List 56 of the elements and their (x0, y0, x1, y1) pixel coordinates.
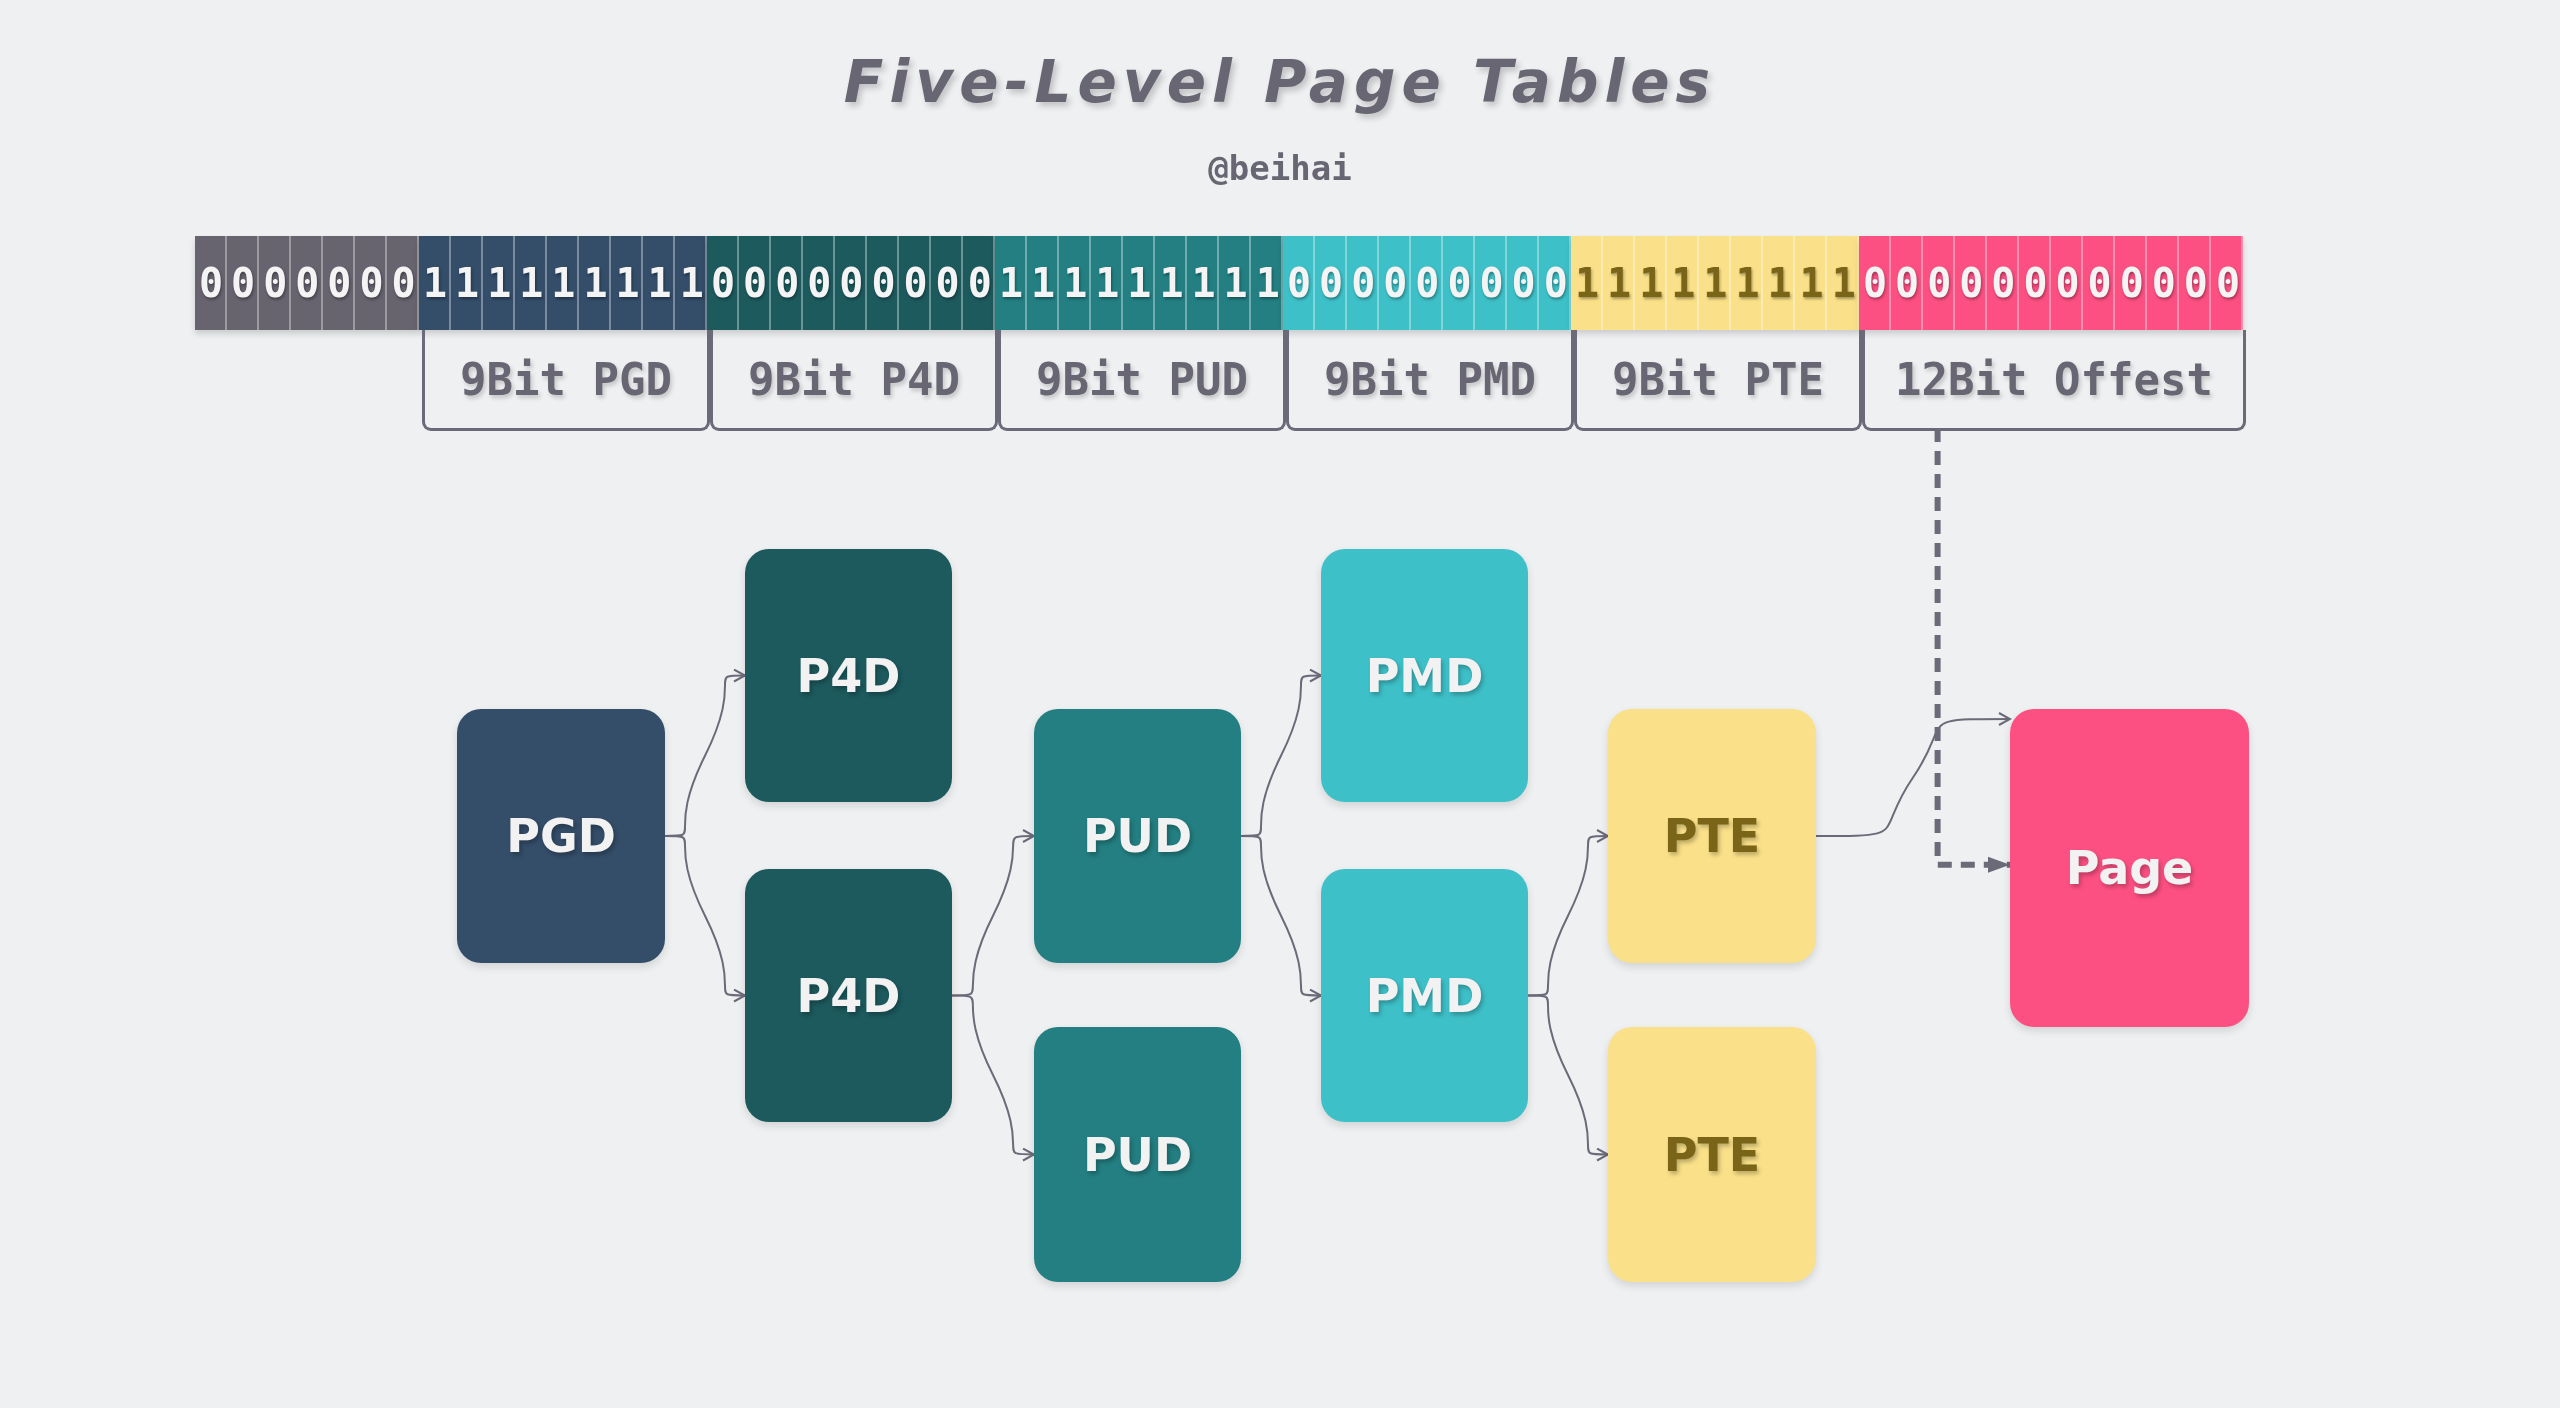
bit-group-bracket (422, 330, 710, 431)
page-table-box (1034, 1027, 1241, 1282)
bit-field-bar (419, 236, 707, 330)
field-label: 9Bit PMD (1324, 353, 1536, 405)
table-label: PTE (1663, 809, 1761, 863)
field-label: 9Bit P4D (748, 353, 960, 405)
connector-arrow (1815, 712, 2011, 837)
table-label: PMD (1365, 968, 1484, 1023)
bit-field-bar (1859, 236, 2243, 330)
bit-digits: 000000000 (710, 260, 1000, 306)
table-label: PMD (1365, 648, 1484, 703)
bit-field-bar (995, 236, 1283, 330)
page-table-box (1034, 709, 1241, 963)
bit-group-bracket (1286, 330, 1574, 431)
bit-group-bracket (1862, 330, 2246, 431)
field-label: 12Bit Offest (1895, 353, 2213, 405)
field-label: 9Bit PTE (1612, 353, 1824, 405)
bit-group-bracket (1574, 330, 1862, 431)
page-table-box (1321, 869, 1528, 1122)
page-table-box (745, 549, 952, 802)
bit-digits: 0000000 (198, 260, 424, 306)
field-label: 9Bit PGD (460, 353, 672, 405)
page-table-box (1321, 549, 1528, 802)
bit-digits: 111111111 (1574, 260, 1864, 306)
bit-digits: 000000000 (1286, 260, 1576, 306)
bit-field-bar (1571, 236, 1859, 330)
page-table-box (1608, 1027, 1816, 1282)
connector-arrow (1934, 428, 2010, 873)
bit-field-bar (1283, 236, 1571, 330)
diagram-title: Five-Level Page Tables (842, 48, 1718, 116)
field-label: 9Bit PUD (1036, 353, 1248, 405)
page-table-box (457, 709, 665, 963)
bit-digits: 000000000000 (1862, 260, 2248, 306)
connector-arrow (1527, 994, 1609, 1162)
bit-group-bracket (710, 330, 998, 431)
page-table-box (745, 869, 952, 1122)
table-label: P4D (796, 648, 901, 703)
connector-arrow (951, 994, 1035, 1162)
connector-arrow (951, 829, 1035, 997)
bit-digits: 111111111 (422, 260, 712, 306)
bit-field-bar (195, 236, 419, 330)
bit-group-bracket (998, 330, 1286, 431)
page-table-box (2010, 709, 2249, 1027)
bit-field-bar (707, 236, 995, 330)
page-table-box (1608, 709, 1816, 963)
table-label: PGD (506, 809, 616, 863)
bit-digits: 111111111 (998, 260, 1288, 306)
table-label: PUD (1082, 809, 1193, 863)
author-handle: @beihai (1207, 148, 1353, 188)
table-label: P4D (796, 968, 901, 1023)
table-label: PTE (1663, 1127, 1761, 1182)
connector-arrow (1527, 829, 1609, 997)
table-label: Page (2065, 841, 2194, 895)
connector-arrow (664, 835, 746, 1003)
table-label: PUD (1082, 1127, 1193, 1182)
connector-arrow (1240, 835, 1322, 1003)
